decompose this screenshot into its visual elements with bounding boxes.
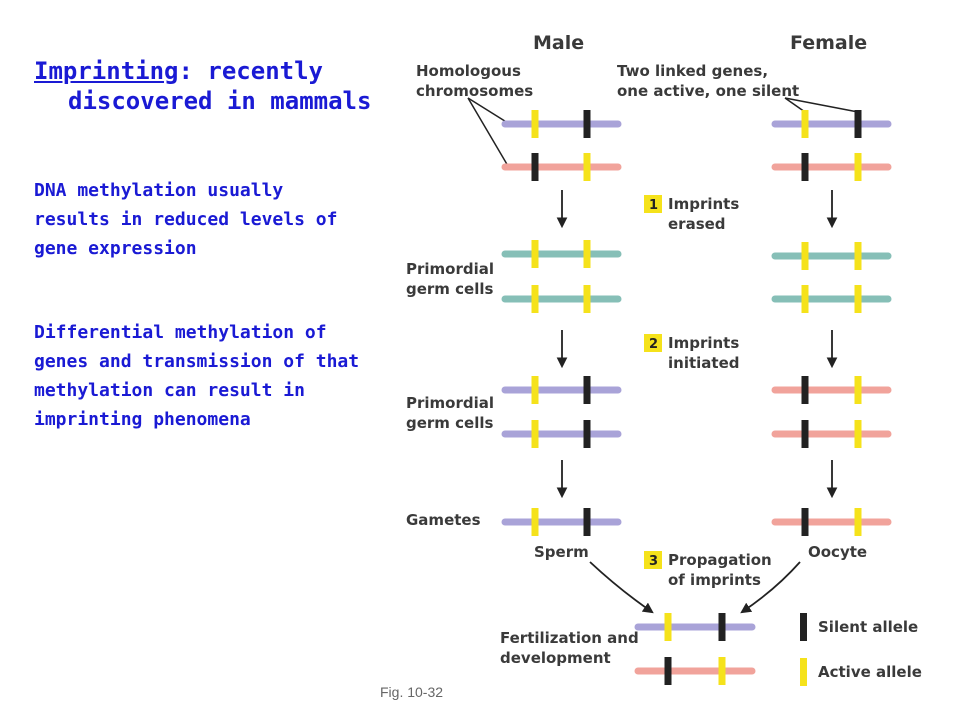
male-bottom-chromosome (501, 153, 622, 181)
silent-allele (801, 508, 809, 536)
sperm-arrow (589, 561, 654, 614)
silent-allele (531, 153, 539, 181)
silent-allele (718, 613, 726, 641)
silent-allele (583, 110, 591, 138)
homologous-label-1: Homologous (416, 62, 521, 80)
step-3-label-1: Propagation (668, 551, 772, 569)
silent-allele (583, 376, 591, 404)
male-header: Male (533, 32, 584, 54)
female-initiated-chromosome-1 (771, 376, 892, 404)
step-1-number: 1 (649, 198, 658, 213)
silent-allele (801, 153, 809, 181)
step-1-label-1: Imprints (668, 195, 739, 213)
silent-allele (583, 420, 591, 448)
active-allele (531, 508, 539, 536)
homologous-label-2: chromosomes (416, 82, 533, 100)
silent-allele (854, 110, 862, 138)
active-allele (801, 110, 809, 138)
active-allele (531, 285, 539, 313)
active-allele (583, 153, 591, 181)
title-keyword: Imprinting (34, 57, 179, 85)
sperm-label: Sperm (534, 543, 589, 561)
female-erased-chromosome-1 (771, 242, 892, 270)
active-allele (854, 153, 862, 181)
oocyte-arrow (740, 561, 801, 614)
step-3-label-2: of imprints (668, 571, 761, 589)
primordial-label-a-2: germ cells (406, 280, 494, 298)
female-bottom-chromosome (771, 153, 892, 181)
male-initiated-chromosome-2 (501, 420, 622, 448)
gametes-label: Gametes (406, 511, 481, 529)
slide-title: Imprinting: recently discovered in mamma… (34, 56, 371, 116)
methylation-paragraph: DNA methylation usually results in reduc… (34, 180, 338, 259)
female-erased-chromosome-2 (771, 285, 892, 313)
female-header: Female (790, 32, 867, 54)
primordial-label-b-2: germ cells (406, 414, 494, 432)
fertilization-label-2: development (500, 649, 611, 667)
zygote-chromosome-2 (634, 657, 756, 685)
silent-allele (583, 508, 591, 536)
active-allele (854, 242, 862, 270)
linked-genes-label-1: Two linked genes, (617, 62, 768, 80)
linked-genes-label-2: one active, one silent (617, 82, 799, 100)
primordial-label-b-1: Primordial (406, 394, 494, 412)
male-initiated-chromosome-1 (501, 376, 622, 404)
male-erased-chromosome-2 (501, 285, 622, 313)
female-top-chromosome (771, 110, 892, 138)
legend-active-swatch (800, 658, 807, 686)
oocyte-chromosome (771, 508, 892, 536)
step-2-box (644, 334, 662, 352)
pointer-lines (467, 97, 859, 167)
figure-label: Fig. 10-32 (380, 684, 443, 700)
silent-allele (664, 657, 672, 685)
title-rest: : recently (178, 57, 324, 85)
active-allele (531, 420, 539, 448)
fertilization-arrows (589, 561, 801, 614)
silent-allele (801, 420, 809, 448)
active-allele (854, 376, 862, 404)
vertical-arrows (556, 190, 838, 499)
step-2-label-1: Imprints (668, 334, 739, 352)
active-allele (583, 240, 591, 268)
active-allele (801, 242, 809, 270)
active-allele (583, 285, 591, 313)
chromosome-group (501, 110, 892, 685)
step-1-label-2: erased (668, 215, 726, 233)
oocyte-label: Oocyte (808, 543, 867, 561)
fertilization-label-1: Fertilization and (500, 629, 639, 647)
step-2-number: 2 (649, 337, 658, 352)
silent-allele (801, 376, 809, 404)
sperm-chromosome (501, 508, 622, 536)
step-3-box (644, 551, 662, 569)
title-line-2: discovered in mammals (68, 87, 372, 115)
female-initiated-chromosome-2 (771, 420, 892, 448)
male-top-chromosome (501, 110, 622, 138)
step-3-number: 3 (649, 554, 658, 569)
primordial-label-a-1: Primordial (406, 260, 494, 278)
active-allele (531, 376, 539, 404)
legend-silent-label: Silent allele (818, 618, 918, 636)
step-2-label-2: initiated (668, 354, 739, 372)
active-allele (801, 285, 809, 313)
male-erased-chromosome-1 (501, 240, 622, 268)
active-allele (531, 240, 539, 268)
legend-active-label: Active allele (818, 663, 922, 681)
imprinting-paragraph: Differential methylation of genes and tr… (34, 322, 360, 430)
active-allele (854, 285, 862, 313)
active-allele (531, 110, 539, 138)
active-allele (664, 613, 672, 641)
step-1-box (644, 195, 662, 213)
legend-silent-swatch (800, 613, 807, 641)
active-allele (854, 420, 862, 448)
zygote-chromosome-1 (634, 613, 756, 641)
active-allele (718, 657, 726, 685)
active-allele (854, 508, 862, 536)
